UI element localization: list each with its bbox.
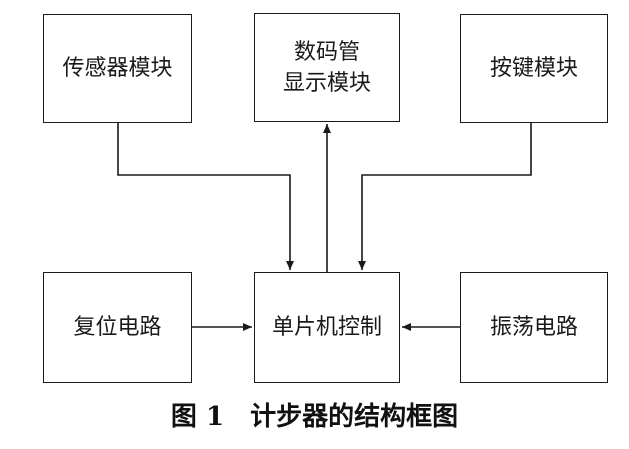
figure-caption: 图 1 计步器的结构框图 bbox=[0, 396, 629, 433]
figure-title: 计步器的结构框图 bbox=[250, 402, 459, 432]
figure-number: 图 1 bbox=[170, 402, 225, 432]
sensor-module-box: 传感器模块 bbox=[43, 14, 192, 123]
arrow-keys-to-mcu bbox=[358, 123, 532, 270]
reset-circuit-box: 复位电路 bbox=[43, 272, 192, 383]
display-module-box: 数码管 显示模块 bbox=[254, 13, 400, 122]
mcu-control-box: 单片机控制 bbox=[254, 272, 400, 383]
oscillator-circuit-box: 振荡电路 bbox=[460, 272, 608, 383]
arrow-sensor-to-mcu bbox=[117, 123, 294, 270]
key-module-box: 按键模块 bbox=[460, 14, 608, 123]
